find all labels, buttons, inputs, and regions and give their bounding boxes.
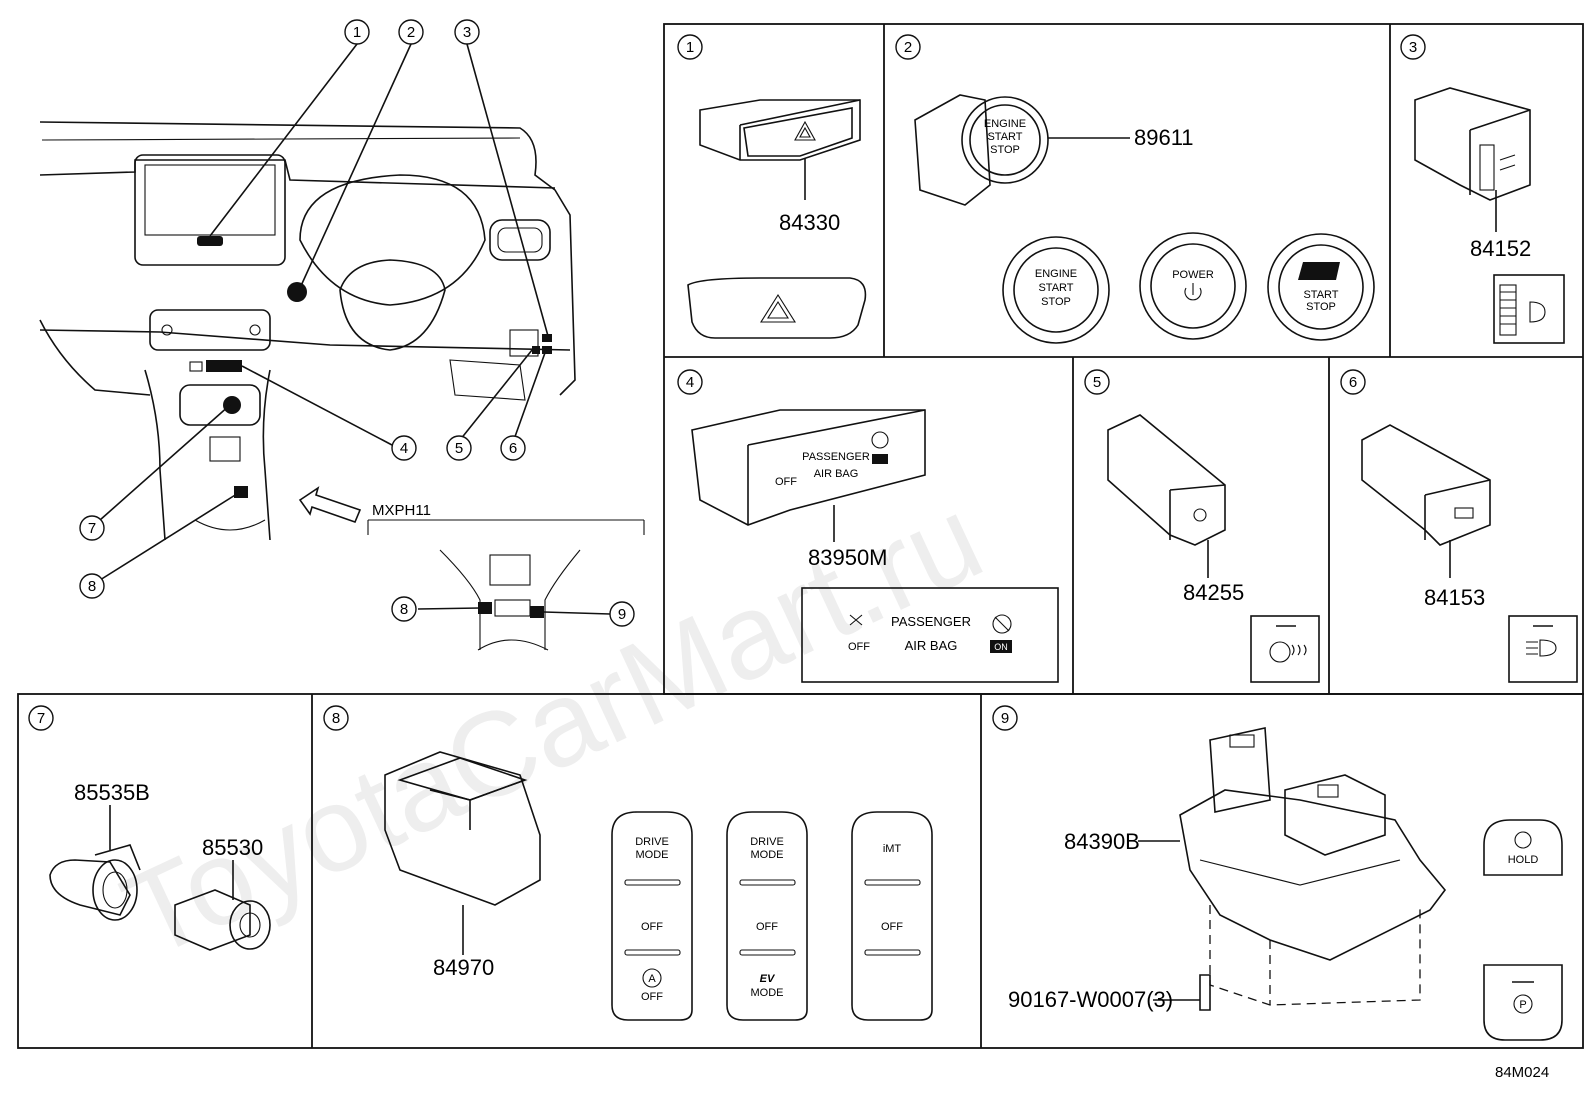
svg-text:EV: EV: [760, 973, 776, 985]
svg-text:ENGINE: ENGINE: [1035, 268, 1077, 280]
overview-leaders: [99, 43, 549, 581]
part-85535B: 85535B: [74, 780, 150, 805]
switch-face-imt: iMT OFF: [851, 811, 933, 1021]
svg-text:3: 3: [463, 24, 471, 41]
svg-text:8: 8: [400, 601, 408, 618]
svg-text:DRIVE: DRIVE: [750, 836, 784, 848]
svg-text:START: START: [1303, 289, 1338, 301]
part-84970: 84970: [433, 955, 494, 980]
svg-text:OFF: OFF: [756, 921, 778, 933]
svg-text:ENGINE: ENGINE: [984, 118, 1026, 130]
svg-text:OFF: OFF: [848, 641, 870, 653]
svg-text:STOP: STOP: [1306, 301, 1336, 313]
svg-text:1: 1: [686, 39, 694, 56]
svg-text:AIR BAG: AIR BAG: [814, 468, 859, 480]
svg-text:6: 6: [1349, 374, 1357, 391]
panel-9: 9 HOLD P: [992, 705, 1563, 1041]
callout-8: 8: [79, 573, 105, 599]
svg-text:9: 9: [1001, 710, 1009, 727]
parking-button-face: P: [1483, 964, 1563, 1041]
svg-text:P: P: [1519, 999, 1526, 1011]
part-84255: 84255: [1183, 580, 1244, 605]
panel-7: 7: [28, 705, 271, 951]
part-90167-W0007: 90167-W0007(3): [1008, 987, 1173, 1012]
svg-text:PASSENGER: PASSENGER: [802, 451, 870, 463]
panel-4: 4 PASSENGER AIR BAG OFF PASSENGER AIR BA…: [677, 369, 1059, 683]
callout-1: 1: [344, 19, 370, 45]
svg-text:OFF: OFF: [881, 921, 903, 933]
svg-text:MODE: MODE: [751, 849, 784, 861]
svg-text:HOLD: HOLD: [1508, 854, 1539, 866]
power-button-face: POWER: [1139, 232, 1247, 340]
svg-text:PASSENGER: PASSENGER: [891, 614, 971, 629]
svg-text:OFF: OFF: [641, 921, 663, 933]
hold-button-face: HOLD: [1483, 819, 1563, 876]
panel-2: 2 ENGINE START STOP ENGINE START STOP PO…: [895, 34, 1375, 344]
svg-text:7: 7: [88, 520, 96, 537]
svg-text:STOP: STOP: [1041, 296, 1071, 308]
switch-face-ev-mode: DRIVE MODE OFF EV MODE: [726, 811, 808, 1021]
panel-5: 5: [1084, 369, 1320, 683]
panel-grid: [17, 23, 1584, 1049]
part-83950M: 83950M: [808, 545, 888, 570]
callout-5: 5: [446, 435, 472, 461]
callout-6: 6: [500, 435, 526, 461]
panel-3: 3: [1400, 34, 1565, 344]
switch-face-drive-mode: DRIVE MODE OFF A OFF: [611, 811, 693, 1021]
callout-3: 3: [454, 19, 480, 45]
svg-text:7: 7: [37, 710, 45, 727]
svg-text:START: START: [1038, 282, 1073, 294]
svg-text:8: 8: [88, 578, 96, 595]
engine-start-stop-face: ENGINE START STOP: [1002, 236, 1110, 344]
panel-8: 8 DRIVE MODE OFF A OFF DRIVE MODE OFF EV…: [323, 705, 933, 1021]
svg-text:AIR BAG: AIR BAG: [905, 638, 958, 653]
svg-text:OFF: OFF: [775, 476, 797, 488]
svg-text:8: 8: [332, 710, 340, 727]
svg-text:A: A: [648, 973, 656, 985]
gr-start-stop-face: START STOP: [1267, 233, 1375, 341]
svg-text:OFF: OFF: [641, 991, 663, 1003]
svg-text:4: 4: [400, 440, 408, 457]
callout-9-inset: 9: [609, 601, 635, 627]
mxph11-inset: [367, 519, 645, 651]
svg-text:9: 9: [618, 606, 626, 623]
callout-7: 7: [79, 515, 105, 541]
part-84153: 84153: [1424, 585, 1485, 610]
svg-text:4: 4: [686, 374, 694, 391]
drawing-code: 84M024: [1495, 1064, 1549, 1081]
svg-text:2: 2: [904, 39, 912, 56]
svg-text:DRIVE: DRIVE: [635, 836, 669, 848]
svg-text:POWER: POWER: [1172, 269, 1214, 281]
svg-text:6: 6: [509, 440, 517, 457]
part-84330: 84330: [779, 210, 840, 235]
svg-text:MODE: MODE: [636, 849, 669, 861]
svg-text:1: 1: [353, 24, 361, 41]
svg-text:ON: ON: [994, 642, 1008, 652]
svg-text:START: START: [987, 131, 1022, 143]
variant-label: MXPH11: [372, 502, 431, 519]
part-84390B: 84390B: [1064, 829, 1140, 854]
part-85530: 85530: [202, 835, 263, 860]
callout-4: 4: [391, 435, 417, 461]
part-89611: 89611: [1134, 125, 1194, 150]
callout-8-inset: 8: [391, 596, 417, 622]
svg-text:5: 5: [1093, 374, 1101, 391]
dashboard-overview: [39, 121, 576, 541]
svg-text:5: 5: [455, 440, 463, 457]
svg-text:2: 2: [407, 24, 415, 41]
svg-text:iMT: iMT: [883, 843, 902, 855]
panel-1: 1: [677, 34, 867, 339]
svg-text:MODE: MODE: [751, 987, 784, 999]
svg-text:3: 3: [1409, 39, 1417, 56]
svg-text:STOP: STOP: [990, 144, 1020, 156]
callout-2: 2: [398, 19, 424, 45]
part-84152: 84152: [1470, 236, 1531, 261]
panel-6: 6: [1340, 369, 1578, 683]
